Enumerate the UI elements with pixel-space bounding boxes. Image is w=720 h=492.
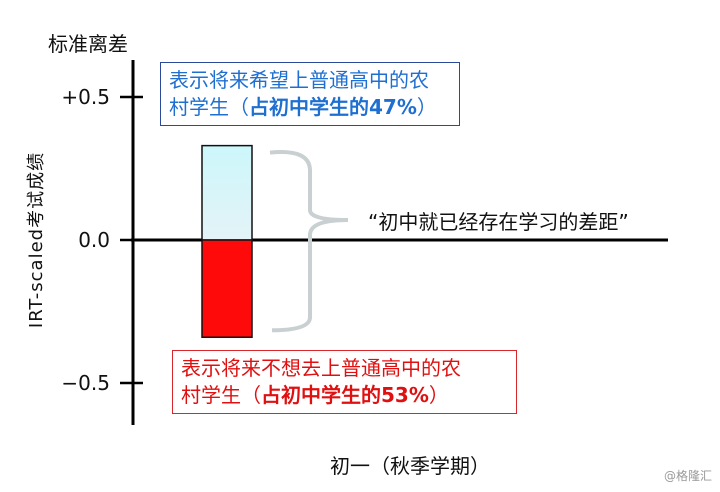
note-text: ） xyxy=(428,383,449,407)
y-tick-label: −0.5 xyxy=(61,371,110,395)
note-aspiring-students: 表示将来希望上普通高中的农 村学生（占初中学生的47%） xyxy=(160,62,460,126)
note-share: 占初中学生的53% xyxy=(261,383,429,407)
note-text: 村学生（ xyxy=(169,95,249,119)
bar-non-aspiring xyxy=(201,239,253,338)
y-axis-label: IRT-scaled考试成绩 xyxy=(26,151,47,329)
note-line: 村学生（占初中学生的53%） xyxy=(181,382,508,409)
note-text: 村学生（ xyxy=(181,383,261,407)
note-share: 占初中学生的47% xyxy=(249,95,417,119)
watermark: @格隆汇 xyxy=(663,469,712,483)
gap-label: “初中就已经存在学习的差距” xyxy=(368,210,629,234)
y-unit-title: 标准离差 xyxy=(48,32,128,56)
bar-aspiring xyxy=(201,144,253,241)
note-non-aspiring-students: 表示将来不想去上普通高中的农 村学生（占初中学生的53%） xyxy=(172,350,517,414)
note-line: 村学生（占初中学生的47%） xyxy=(169,94,451,121)
y-tick-label: +0.5 xyxy=(61,85,110,109)
gap-brace xyxy=(269,150,349,333)
note-text: ） xyxy=(416,95,437,119)
note-line: 表示将来不想去上普通高中的农 xyxy=(181,356,461,380)
y-tick-label: 0.0 xyxy=(78,228,110,252)
note-line: 表示将来希望上普通高中的农 xyxy=(169,68,429,92)
x-axis-label: 初一（秋季学期） xyxy=(330,454,490,478)
